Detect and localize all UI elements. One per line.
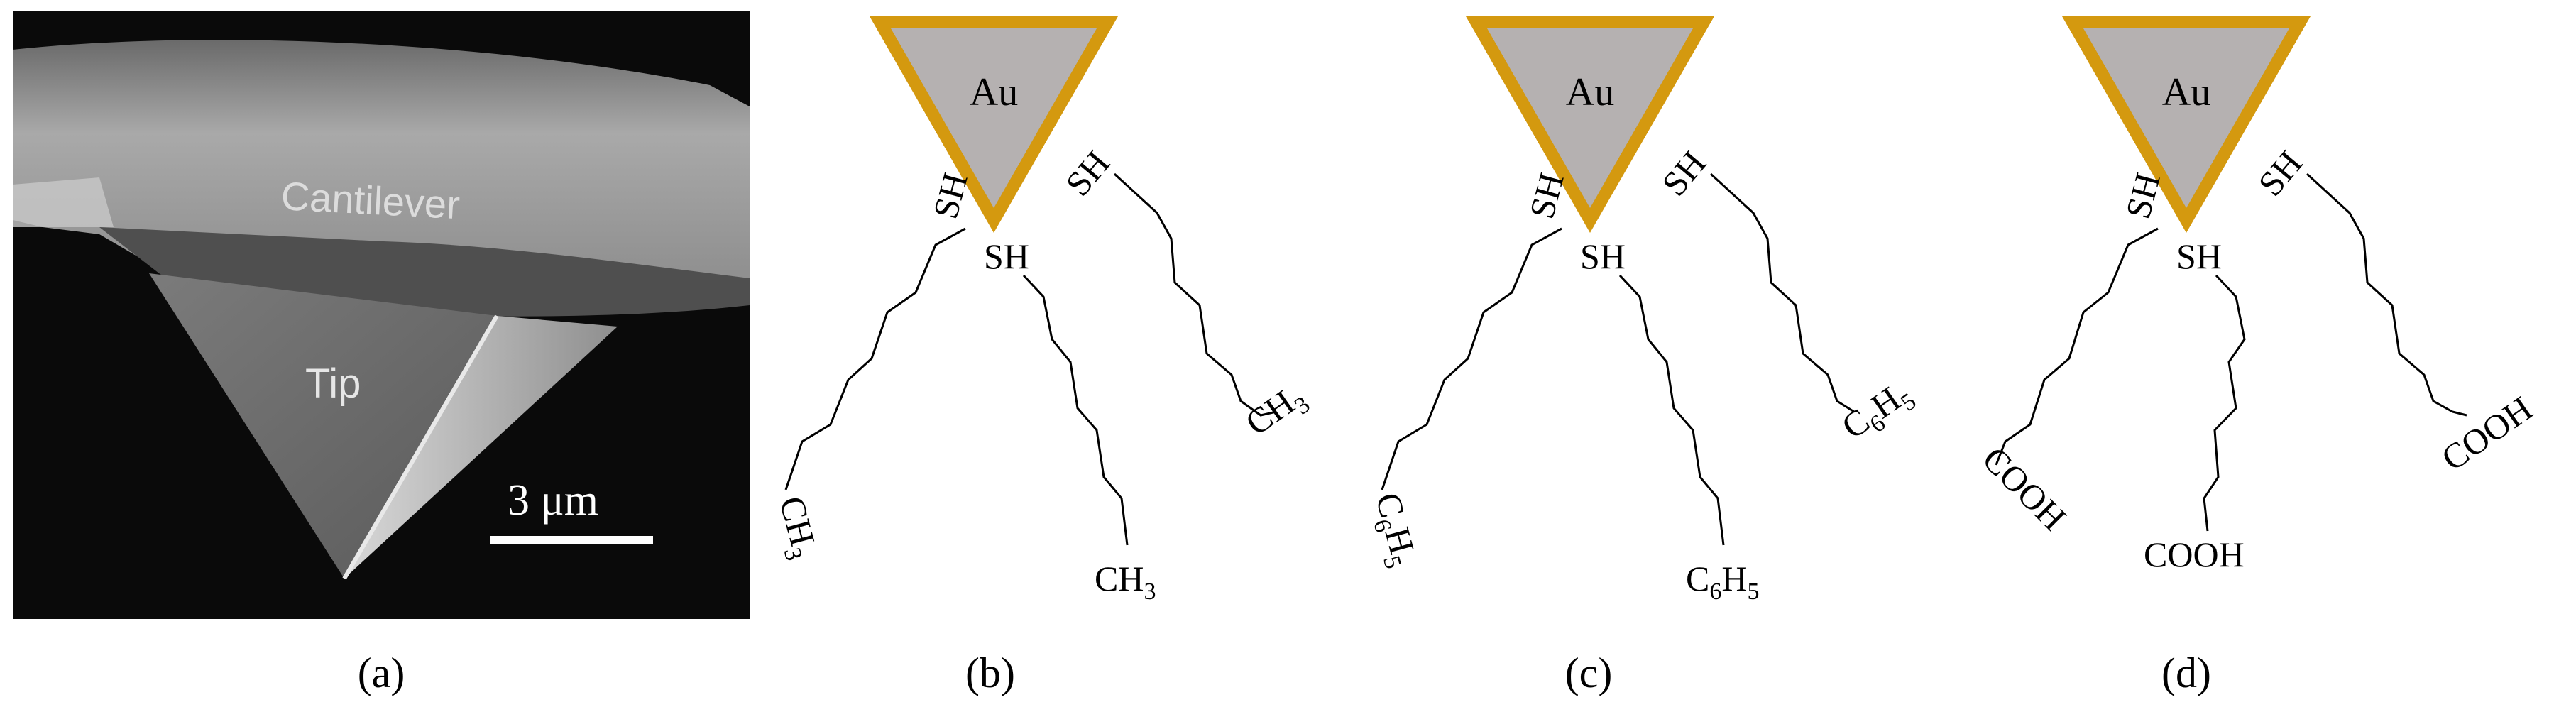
panel-caption: (d) <box>2161 650 2211 696</box>
end-group-middle: COOH <box>2144 535 2245 574</box>
thiol-label: SH <box>1580 236 1626 276</box>
scale-label: 3 μm <box>508 476 598 525</box>
panel-caption: (a) <box>358 650 405 696</box>
end-group-right: COOH <box>2434 388 2539 478</box>
scale-bar <box>490 536 653 544</box>
alkyl-chain <box>1995 227 2159 466</box>
thiol-label: SH <box>1654 143 1714 204</box>
core-label: Au <box>2162 70 2210 114</box>
end-group-middle: CH3 <box>1095 559 1156 605</box>
alkyl-chain <box>2306 172 2467 417</box>
end-group-middle: C6H5 <box>1686 559 1759 605</box>
panel-caption: (c) <box>1565 650 1613 696</box>
panel-caption: (b) <box>965 650 1015 696</box>
tip-label: Tip <box>305 361 361 407</box>
alkyl-chain <box>1618 274 1725 546</box>
gold-core <box>1487 28 1693 208</box>
cantilever-edge <box>13 177 114 227</box>
tip-edge <box>342 314 499 580</box>
end-group-right: C6H5 <box>1834 372 1921 452</box>
thiol-label: SH <box>2176 236 2222 276</box>
end-group-right: CH3 <box>1238 376 1315 449</box>
core-label: Au <box>970 70 1018 114</box>
alkyl-chain <box>1381 227 1562 490</box>
cantilever-label: Cantilever <box>280 173 461 227</box>
panel-b: Au SH SH SH CH3 CH3 CH3 (b) <box>766 16 1315 696</box>
core-label: Au <box>1566 70 1614 114</box>
panel-c: Au SH SH SH C6H5 C6H5 C6H5 (c) <box>1362 16 1921 696</box>
alkyl-chain <box>1709 172 1855 413</box>
alkyl-chain <box>1113 172 1277 417</box>
alkyl-chain <box>784 227 966 490</box>
gold-core <box>891 28 1097 208</box>
alkyl-chain <box>1022 274 1129 546</box>
tip-left-face <box>149 273 497 579</box>
thiol-label: SH <box>984 236 1029 276</box>
alkyl-chain <box>2203 274 2246 532</box>
thiol-label: SH <box>2250 143 2310 204</box>
end-group-left: C6H5 <box>1362 488 1426 571</box>
end-group-left: COOH <box>1975 439 2074 538</box>
thiol-label: SH <box>1058 143 1117 204</box>
end-group-left: CH3 <box>766 492 826 563</box>
panel-d: Au SH SH SH COOH COOH COOH (d) <box>1975 16 2539 696</box>
gold-core <box>2083 28 2289 208</box>
tip-right-face <box>344 316 618 579</box>
panel-a: Cantilever Tip 3 μm (a) <box>13 11 750 696</box>
